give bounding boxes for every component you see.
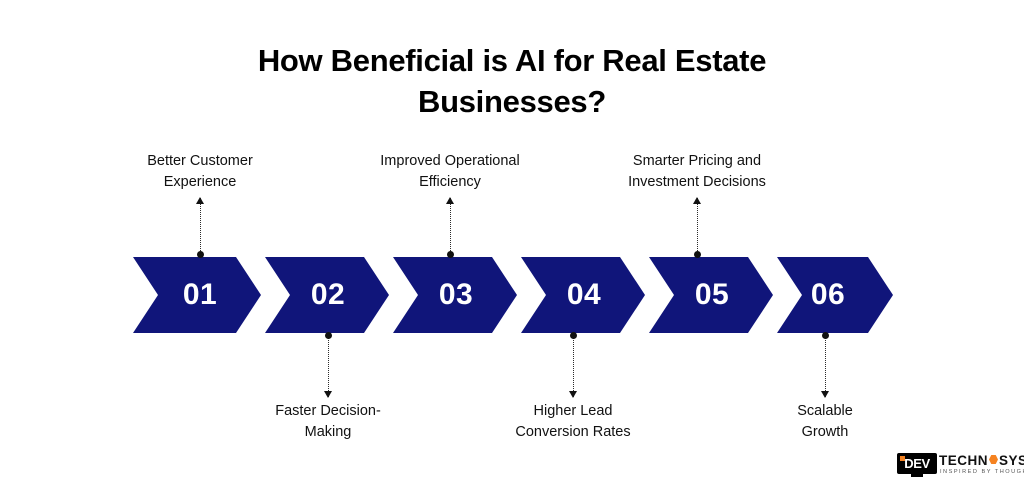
logo-word-after: SYS bbox=[999, 453, 1024, 468]
devtechnosys-logo[interactable]: DEV TECHN SYS INSPIRED BY THOUGHTS bbox=[897, 452, 1024, 482]
connector-stem bbox=[696, 198, 698, 255]
chevron-shape-5 bbox=[649, 257, 773, 333]
arrow-down-icon bbox=[323, 391, 332, 398]
connector-dot bbox=[693, 251, 701, 258]
step-label-4: Higher Lead Conversion Rates bbox=[515, 403, 631, 441]
step-number-1: 01 bbox=[182, 278, 218, 311]
step-number-4: 04 bbox=[566, 278, 602, 311]
step-label-6: Scalable Growth bbox=[797, 403, 853, 441]
connector-line-6 bbox=[820, 332, 830, 398]
logo-word-before: TECHN bbox=[939, 453, 988, 468]
page-title: How Beneficial is AI for Real Estate Bus… bbox=[257, 43, 767, 120]
logo-wordmark: TECHN SYS bbox=[939, 453, 1024, 468]
connector-line-4 bbox=[568, 332, 578, 398]
chevron-shape-2 bbox=[265, 257, 389, 333]
connector-line-3 bbox=[445, 197, 455, 258]
connector-stem bbox=[199, 198, 201, 255]
chevron-shape-1 bbox=[133, 257, 261, 333]
chevron-shape-4 bbox=[521, 257, 645, 333]
logo-accent-pixel-icon bbox=[900, 456, 905, 461]
connector-line-2 bbox=[323, 332, 333, 398]
process-chevron-band bbox=[133, 257, 893, 333]
logo-badge-text: DEV bbox=[904, 456, 930, 471]
step-label-1: Better Customer Experience bbox=[147, 153, 253, 191]
step-number-5: 05 bbox=[694, 278, 730, 311]
connector-dot bbox=[324, 332, 332, 339]
connector-line-5 bbox=[692, 197, 702, 258]
connector-line-1 bbox=[195, 197, 205, 258]
step-label-5: Smarter Pricing and Investment Decisions bbox=[628, 153, 766, 191]
logo-tagline: INSPIRED BY THOUGHTS bbox=[940, 469, 1024, 475]
connector-dot bbox=[821, 332, 829, 339]
connector-stem bbox=[572, 335, 574, 397]
step-number-3: 03 bbox=[438, 278, 474, 311]
logo-hexagon-icon bbox=[989, 455, 998, 464]
chevron-shape-6 bbox=[777, 257, 893, 333]
connector-stem bbox=[449, 198, 451, 255]
connector-stem bbox=[327, 335, 329, 397]
step-number-6: 06 bbox=[810, 278, 846, 311]
step-label-2: Faster Decision- Making bbox=[275, 403, 381, 441]
logo-monitor-stand-icon bbox=[911, 474, 923, 477]
chevron-shape-3 bbox=[393, 257, 517, 333]
step-number-2: 02 bbox=[310, 278, 346, 311]
connector-stem bbox=[824, 335, 826, 397]
arrow-up-icon bbox=[445, 197, 454, 204]
connector-dot bbox=[569, 332, 577, 339]
arrow-up-icon bbox=[692, 197, 701, 204]
connector-dot bbox=[446, 251, 454, 258]
connector-dot bbox=[196, 251, 204, 258]
logo-monitor-icon bbox=[897, 453, 937, 474]
arrow-down-icon bbox=[820, 391, 829, 398]
arrow-down-icon bbox=[568, 391, 577, 398]
arrow-up-icon bbox=[195, 197, 204, 204]
step-label-3: Improved Operational Efficiency bbox=[380, 153, 520, 191]
